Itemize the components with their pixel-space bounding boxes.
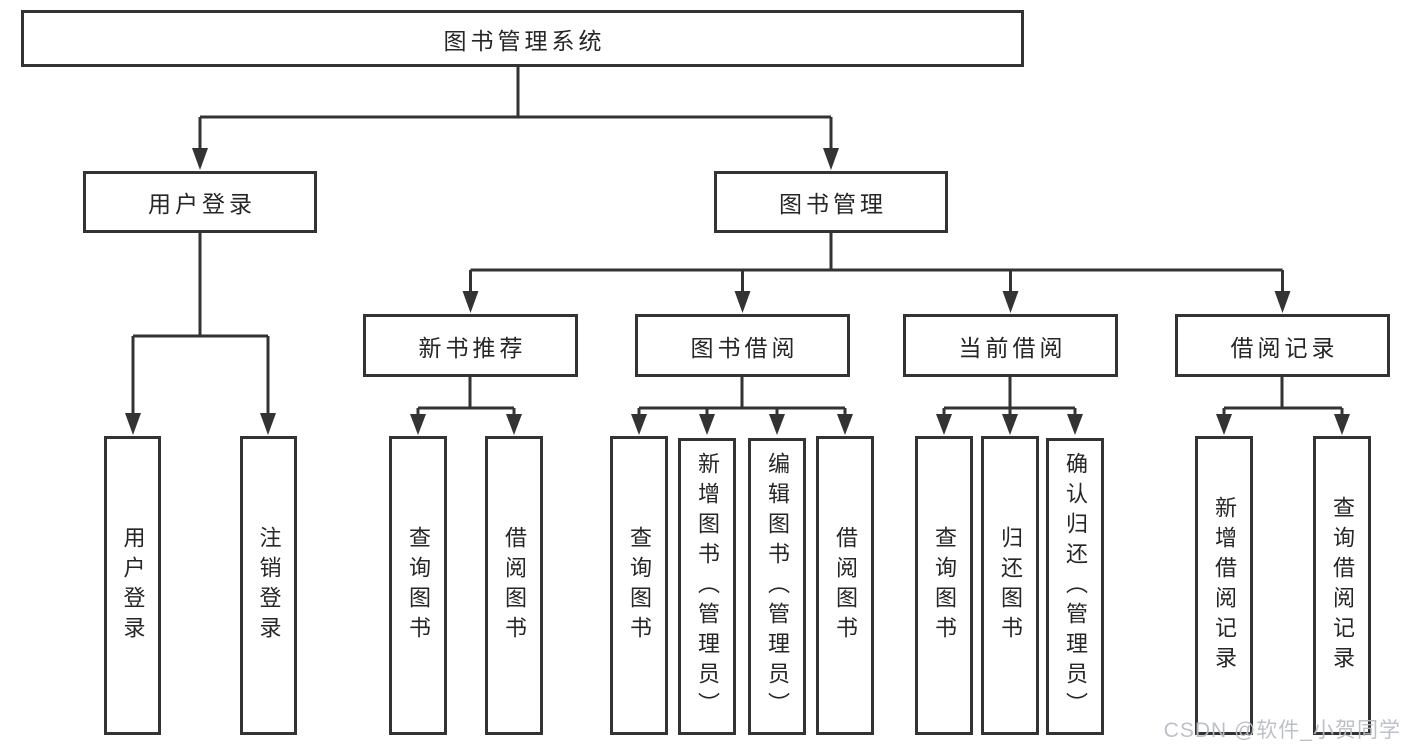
node-book-borrow: 图书借阅	[635, 314, 850, 377]
node-leaf-query-borrow-record-label: 查询借阅记录	[1330, 495, 1355, 676]
node-leaf-user-login-label: 用户登录	[120, 525, 146, 646]
node-borrow-records-label: 借阅记录	[1230, 334, 1339, 361]
node-user-login-label: 用户登录	[148, 191, 256, 217]
node-current-borrow: 当前借阅	[903, 314, 1118, 377]
node-leaf-query-books-borrow-label: 查询图书	[627, 525, 652, 646]
node-leaf-add-borrow-record: 新增借阅记录	[1195, 436, 1253, 735]
node-borrow-records: 借阅记录	[1175, 314, 1390, 377]
connector-current-borrow	[942, 377, 1077, 417]
node-leaf-edit-book-admin: 编辑图书（管理员）	[748, 438, 806, 735]
node-leaf-query-books-recommend-label: 查询图书	[406, 525, 431, 646]
connector-book-borrow	[637, 377, 847, 417]
node-new-book-recommend-label: 新书推荐	[418, 334, 527, 361]
node-leaf-query-borrow-record: 查询借阅记录	[1313, 436, 1371, 735]
connector-book-management	[469, 233, 1284, 293]
node-leaf-edit-book-admin-label: 编辑图书（管理员）	[765, 451, 790, 722]
node-new-book-recommend: 新书推荐	[363, 314, 578, 377]
node-leaf-user-login: 用户登录	[104, 436, 161, 735]
node-user-login: 用户登录	[83, 171, 317, 233]
node-leaf-confirm-return-admin: 确认归还（管理员）	[1046, 438, 1104, 735]
node-leaf-query-books-borrow: 查询图书	[610, 436, 668, 735]
node-book-borrow-label: 图书借阅	[690, 334, 799, 361]
node-leaf-borrow-books-recommend: 借阅图书	[485, 436, 543, 735]
connector-borrow-records	[1222, 377, 1344, 417]
node-current-borrow-label: 当前借阅	[958, 334, 1067, 361]
arrowheads	[125, 148, 1350, 435]
node-leaf-return-book: 归还图书	[981, 436, 1039, 735]
connector-new-book-recommend	[416, 377, 516, 417]
watermark: CSDN @软件_小贺同学	[1163, 719, 1401, 742]
node-leaf-query-books-recommend: 查询图书	[389, 436, 447, 735]
node-leaf-query-books-current: 查询图书	[915, 436, 973, 735]
node-book-management-label: 图书管理	[779, 191, 887, 217]
node-leaf-query-books-current-label: 查询图书	[932, 525, 957, 646]
connector-user-login	[131, 233, 270, 415]
node-leaf-logout-label: 注销登录	[256, 525, 282, 646]
node-leaf-borrow-books: 借阅图书	[816, 436, 874, 735]
node-leaf-add-book-admin-label: 新增图书（管理员）	[695, 451, 720, 722]
node-leaf-borrow-books-label: 借阅图书	[833, 525, 858, 646]
node-leaf-add-borrow-record-label: 新增借阅记录	[1212, 495, 1237, 676]
node-leaf-borrow-books-recommend-label: 借阅图书	[502, 525, 527, 646]
node-leaf-logout: 注销登录	[240, 436, 297, 735]
node-leaf-return-book-label: 归还图书	[998, 525, 1023, 646]
connector-root	[198, 67, 833, 150]
node-book-management: 图书管理	[714, 171, 948, 233]
node-library-system-label: 图书管理系统	[443, 27, 606, 54]
node-leaf-confirm-return-admin-label: 确认归还（管理员）	[1063, 451, 1088, 722]
node-library-system: 图书管理系统	[21, 10, 1024, 67]
node-leaf-add-book-admin: 新增图书（管理员）	[678, 438, 736, 735]
